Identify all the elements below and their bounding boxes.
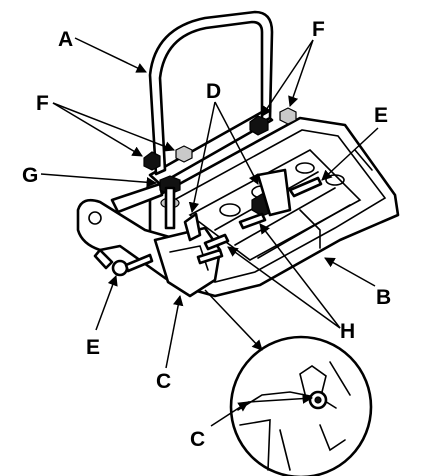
tube-frame-a [148, 10, 274, 176]
hinge-bracket [76, 198, 222, 298]
callout-a: A [58, 28, 73, 51]
inset-pointer [204, 289, 263, 351]
callout-e-right: E [374, 104, 388, 127]
callout-d: D [206, 80, 221, 103]
callout-b: B [376, 286, 391, 309]
callout-c-detail: C [190, 428, 205, 451]
callout-g: G [22, 164, 38, 187]
callout-c-main: C [156, 370, 171, 393]
detail-inset [229, 335, 373, 476]
callout-f-left: F [36, 92, 49, 115]
callout-h: H [340, 320, 355, 343]
fasteners [111, 107, 323, 277]
leader-lines [40, 37, 379, 427]
callout-e-left: E [86, 336, 100, 359]
callout-f-right: F [312, 18, 325, 41]
